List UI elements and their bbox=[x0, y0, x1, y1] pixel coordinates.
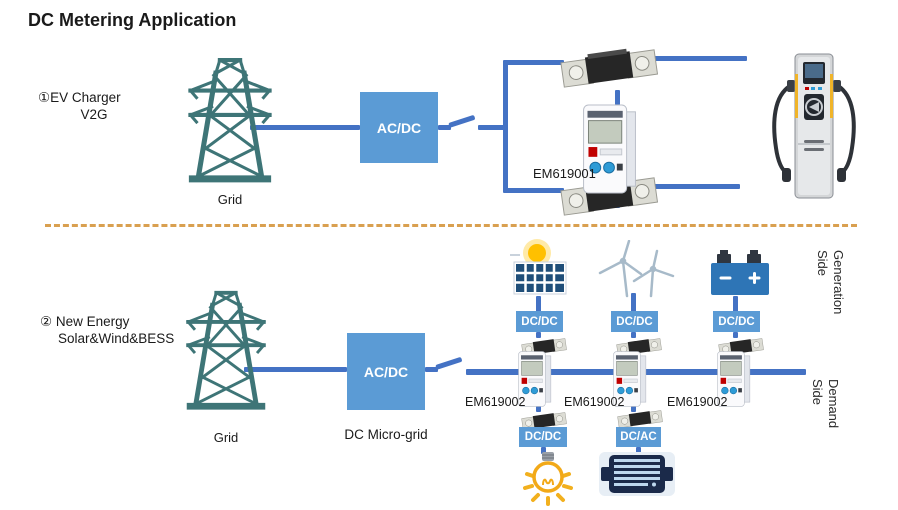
demand-side-label: Demand Side bbox=[810, 379, 841, 429]
dcdc-load-converter-label: DC/DC bbox=[524, 431, 562, 443]
wire bbox=[244, 367, 347, 372]
section1-label-line2: V2G bbox=[80, 106, 108, 122]
meter-model-label: EM619002 bbox=[465, 395, 526, 409]
dc-meter-icon bbox=[612, 351, 648, 407]
wire bbox=[503, 60, 508, 193]
dcdc-converter-label: DC/DC bbox=[616, 315, 653, 328]
dc-meter-icon bbox=[582, 104, 638, 194]
wire bbox=[438, 125, 451, 130]
battery-icon bbox=[710, 250, 770, 296]
wire bbox=[733, 296, 738, 312]
dcdc-load-converter-box: DC/DC bbox=[519, 427, 567, 447]
dcac-load-converter-box: DC/AC bbox=[616, 427, 661, 447]
generation-side-label: Generation Side bbox=[815, 250, 846, 315]
page-title: DC Metering Application bbox=[28, 10, 237, 30]
dc-meter-icon bbox=[517, 351, 553, 407]
wire bbox=[536, 332, 541, 338]
wire bbox=[478, 125, 505, 130]
dcac-load-converter-label: DC/AC bbox=[620, 431, 657, 443]
acdc-converter-box: AC/DC bbox=[360, 92, 438, 163]
transmission-tower-icon bbox=[186, 288, 266, 414]
dcdc-converter-label: DC/DC bbox=[718, 315, 755, 328]
acdc-converter-label: AC/DC bbox=[363, 363, 409, 380]
wind-turbines-icon bbox=[596, 240, 676, 298]
shunt-resistor-icon bbox=[614, 408, 666, 429]
wire bbox=[536, 406, 541, 412]
ev-charger-icon bbox=[766, 52, 862, 200]
dcdc-converter-box: DC/DC bbox=[611, 311, 658, 332]
wire bbox=[541, 447, 546, 454]
wire bbox=[631, 332, 636, 338]
dc-microgrid-label: DC Micro-grid bbox=[344, 427, 428, 442]
transmission-tower-icon bbox=[188, 55, 272, 187]
wire bbox=[425, 367, 438, 372]
section1-label: ①EV Charger V2G bbox=[38, 90, 150, 124]
meter-model-label: EM619001 bbox=[533, 166, 596, 181]
wire bbox=[506, 60, 564, 65]
switch-icon bbox=[435, 356, 463, 370]
wire bbox=[733, 332, 738, 338]
motor-icon bbox=[599, 450, 675, 498]
acdc-converter-box: AC/DC bbox=[347, 333, 425, 410]
wire bbox=[506, 188, 564, 193]
switch-icon bbox=[448, 114, 476, 128]
wire bbox=[250, 125, 360, 130]
shunt-resistor-icon bbox=[518, 410, 570, 431]
dcdc-converter-label: DC/DC bbox=[521, 315, 558, 328]
dcdc-converter-box: DC/DC bbox=[516, 311, 563, 332]
meter-model-label: EM619002 bbox=[564, 395, 625, 409]
section2-label-line2: Solar&Wind&BESS bbox=[58, 330, 175, 346]
grid-label: Grid bbox=[217, 192, 243, 207]
wire bbox=[615, 90, 620, 105]
section1-label-line1: ①EV Charger bbox=[38, 90, 121, 105]
section2-label-line1: ② New Energy bbox=[40, 314, 130, 329]
wire bbox=[631, 406, 636, 412]
wire bbox=[652, 56, 747, 61]
meter-model-label: EM619002 bbox=[667, 395, 728, 409]
dcdc-converter-box: DC/DC bbox=[713, 311, 760, 332]
wire bbox=[631, 293, 636, 312]
section-divider bbox=[45, 224, 857, 227]
grid-label: Grid bbox=[213, 430, 239, 445]
wire bbox=[536, 296, 541, 312]
section2-label: ② New Energy Solar&Wind&BESS bbox=[40, 314, 190, 348]
light-bulb-icon bbox=[521, 452, 577, 506]
wire bbox=[636, 447, 641, 454]
wire bbox=[652, 184, 740, 189]
solar-panel-icon bbox=[508, 236, 570, 298]
shunt-resistor-icon bbox=[560, 44, 658, 90]
acdc-converter-label: AC/DC bbox=[376, 119, 422, 136]
dc-meter-icon bbox=[716, 351, 752, 407]
